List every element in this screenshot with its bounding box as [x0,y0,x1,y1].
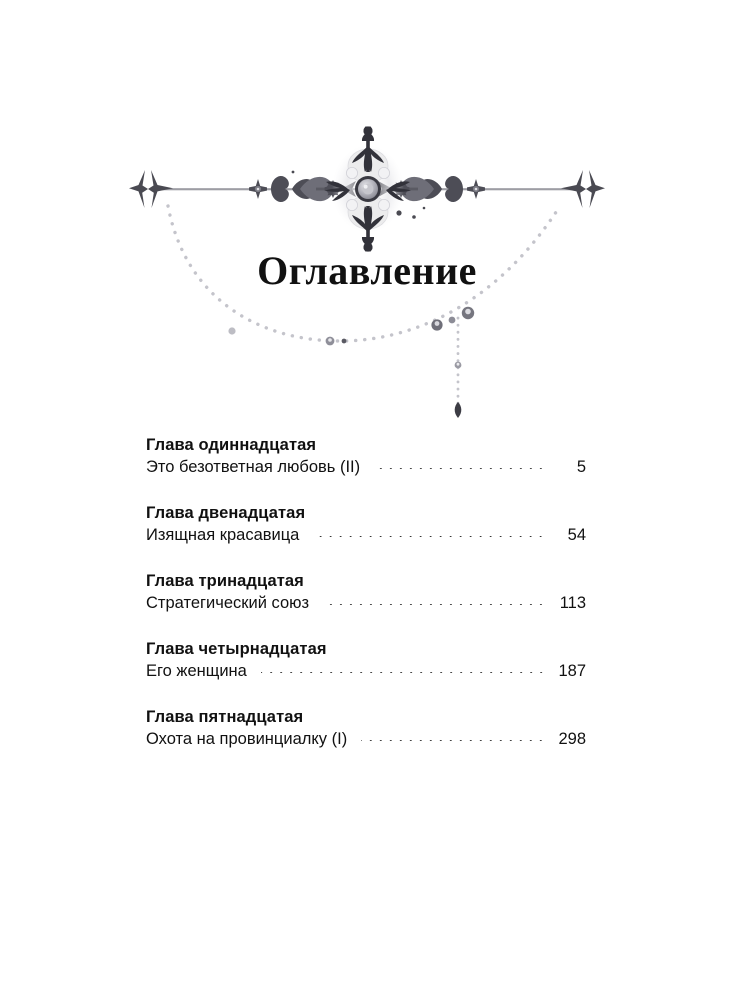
dot-leader [361,740,546,741]
toc-entry[interactable]: Глава пятнадцатая Охота на провинциалку … [146,706,586,751]
toc-entry[interactable]: Глава одиннадцатая Это безответная любов… [146,434,586,479]
chapter-subtitle: Охота на провинциалку (I) [146,730,348,748]
chapter-heading: Глава четырнадцатая [146,640,327,658]
divider-rule-icon [150,188,584,191]
chapter-subtitle: Стратегический союз [146,594,310,612]
toc-entry[interactable]: Глава четырнадцатая Его женщина 187 [146,638,586,683]
chapter-heading: Глава пятнадцатая [146,708,304,726]
dot-leader [323,604,546,605]
dot-leader [313,536,546,537]
chapter-heading: Глава одиннадцатая [146,436,317,454]
page-number: 54 [567,526,586,544]
page-number: 113 [559,594,586,612]
flourish-group-icon [249,175,485,203]
page-number: 187 [558,662,586,680]
decorative-divider [129,126,605,418]
toc-entry[interactable]: Глава двенадцатая Изящная красавица 54 [146,502,586,547]
pendant-drop-icon [454,316,462,418]
chapter-heading: Глава двенадцатая [146,504,306,522]
page-title: Оглавление [257,248,477,293]
star-right-icon [561,170,605,208]
sparkle-dots-icon [291,170,426,219]
chapter-subtitle: Его женщина [146,662,247,680]
page-number: 298 [558,730,586,748]
chapter-row: Это безответная любовь (II) 5 [146,456,586,479]
center-cross-medallion-icon [325,126,411,252]
dot-leader [374,468,546,469]
chapter-row: Изящная красавица 54 [146,524,586,547]
chapter-subtitle: Это безответная любовь (II) [146,458,361,476]
chapter-heading: Глава тринадцатая [146,572,304,590]
chapter-row: Его женщина 187 [146,660,586,683]
chapter-subtitle: Изящная красавица [146,526,300,544]
table-of-contents: Глава одиннадцатая Это безответная любов… [146,434,586,751]
chapter-row: Охота на провинциалку (I) 298 [146,728,586,751]
star-left-icon [129,170,173,208]
page-number: 5 [576,458,586,476]
chapter-row: Стратегический союз 113 [146,592,586,615]
toc-entry[interactable]: Глава тринадцатая Стратегический союз 11… [146,570,586,615]
dot-leader [260,672,546,673]
